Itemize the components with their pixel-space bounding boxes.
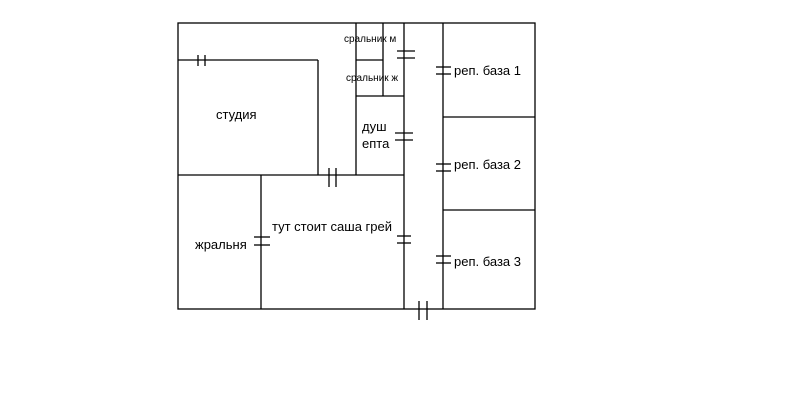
door-kitchen — [254, 236, 270, 246]
label-shower-line1: душ — [362, 119, 387, 134]
label-hall: тут стоит саша грей — [272, 219, 392, 234]
label-shower-line2: епта — [362, 136, 390, 151]
label-toilet-m: сральник м — [344, 34, 396, 45]
label-rehearsal-3: реп. база 3 — [454, 254, 521, 269]
door-toilet-m — [397, 50, 415, 59]
door-rep-2 — [436, 163, 451, 172]
door-hall-top — [328, 168, 337, 187]
door-shower — [395, 132, 413, 141]
label-kitchen: жральня — [195, 237, 247, 252]
walls — [177, 22, 536, 310]
door-rep-1 — [436, 66, 451, 75]
label-studio: студия — [216, 107, 257, 122]
doors — [197, 50, 451, 320]
door-rep-3 — [436, 255, 451, 264]
door-exit — [418, 301, 428, 320]
label-rehearsal-1: реп. база 1 — [454, 63, 521, 78]
room-labels: студия сральник м сральник ж душ епта ре… — [195, 34, 521, 269]
label-toilet-f: сральник ж — [346, 73, 398, 84]
door-hall-corridor — [397, 235, 411, 244]
label-rehearsal-2: реп. база 2 — [454, 157, 521, 172]
door-studio — [197, 55, 206, 66]
